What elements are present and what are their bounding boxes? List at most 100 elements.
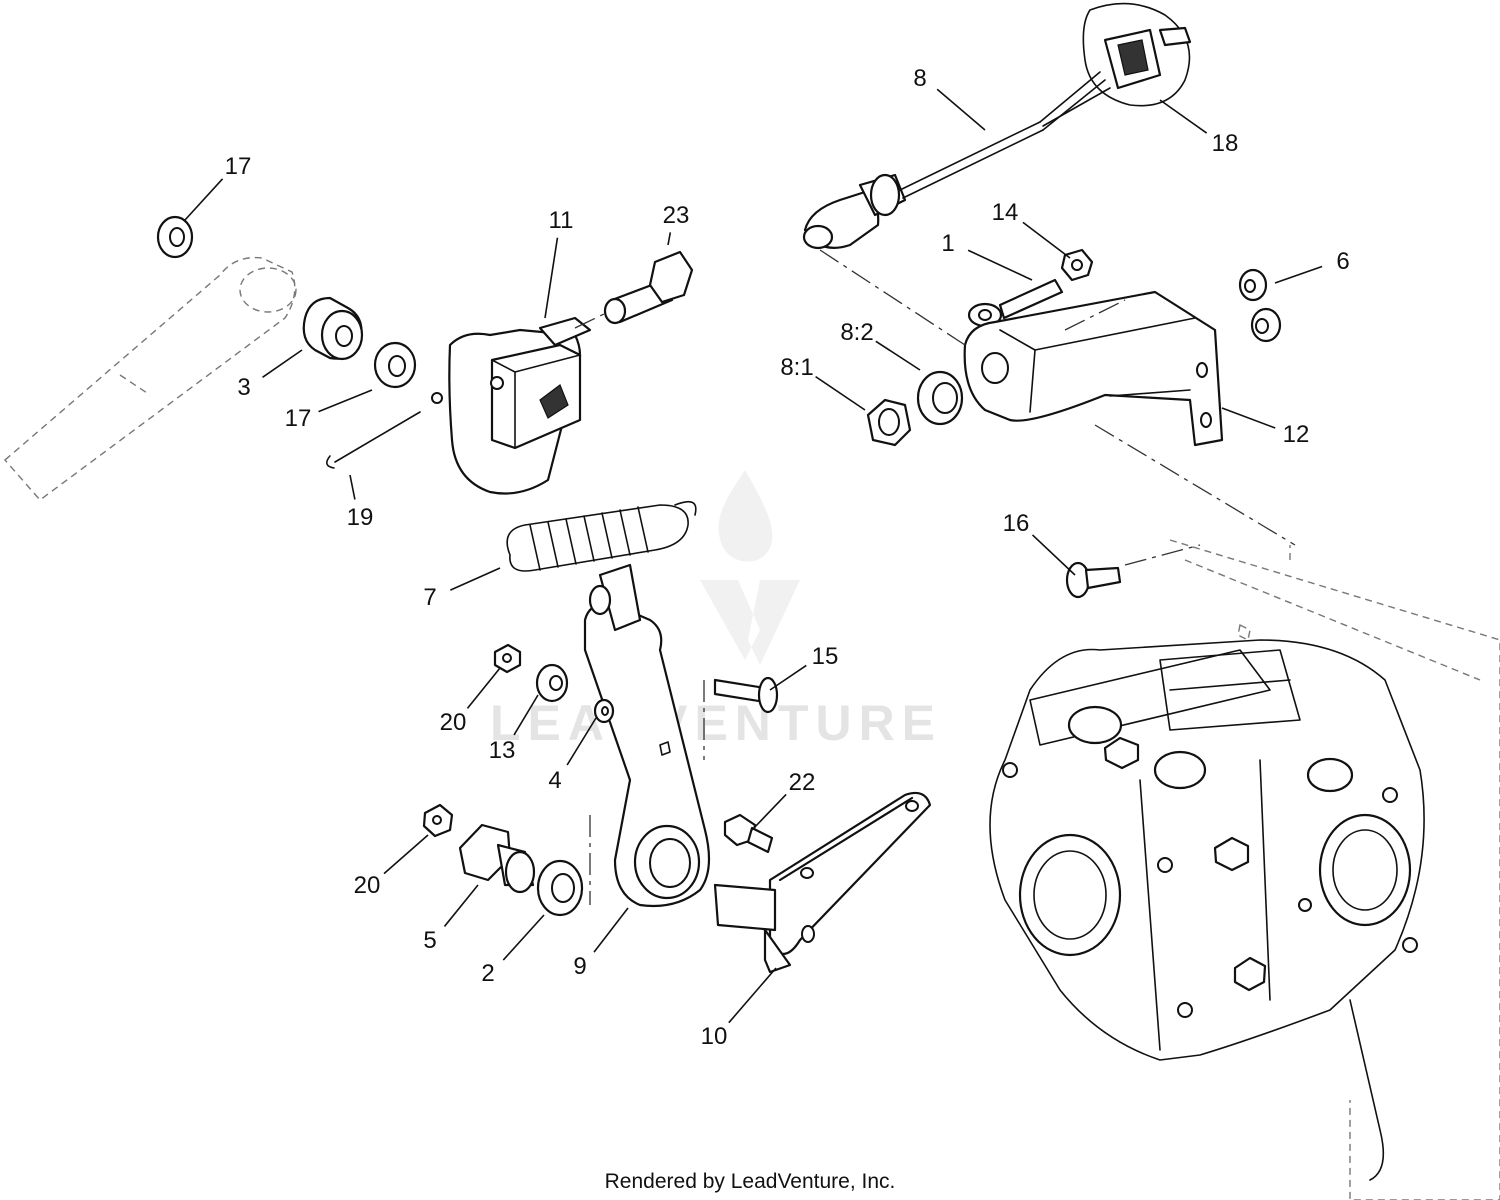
- callout-leader: [1159, 99, 1208, 134]
- callout-label: 14: [992, 199, 1019, 226]
- lever-arm-phantom: [4, 256, 297, 501]
- part-8-2-lock-washer: [916, 370, 964, 426]
- callout-3: 3: [237, 349, 303, 401]
- callout-4: 4: [548, 717, 597, 794]
- part-11-switch-bracket: [448, 316, 592, 495]
- callout-label: 23: [663, 202, 690, 229]
- callout-leader: [513, 694, 539, 736]
- callout-leader: [967, 249, 1033, 281]
- callout-label: 3: [237, 374, 250, 401]
- callout-leader: [593, 907, 629, 953]
- part-2-washer: [536, 859, 584, 917]
- callout-label: 11: [549, 207, 574, 234]
- callout-label: 19: [347, 504, 374, 531]
- part-12-sensor-bracket: [963, 290, 1296, 546]
- callout-label: 1: [941, 230, 954, 257]
- part-22-bolt: [723, 813, 774, 854]
- callout-leader: [383, 834, 429, 875]
- callout-label: 12: [1283, 421, 1310, 448]
- part-1-eye-bolt: [967, 278, 1064, 328]
- callout-14: 14: [992, 199, 1071, 259]
- callout-leader: [875, 340, 921, 371]
- callout-19: 19: [347, 474, 374, 531]
- callout-label: 18: [1212, 130, 1239, 157]
- part-8-1-jam-nut: [866, 398, 912, 447]
- callout-label: 17: [285, 405, 312, 432]
- callout-leader: [566, 717, 597, 766]
- part-17-washer-lower: [373, 341, 417, 389]
- callout-leader: [502, 914, 545, 961]
- callout-leader: [728, 967, 777, 1024]
- callout-label: 2: [481, 960, 494, 987]
- callout-label: 17: [225, 153, 252, 180]
- callout-17: 17: [285, 389, 373, 432]
- hydro-pump-assembly: [989, 539, 1500, 1200]
- part-3-bushing: [302, 296, 364, 361]
- callout-leader: [1274, 265, 1323, 284]
- callout-9: 9: [573, 907, 629, 980]
- callout-leader: [349, 474, 356, 500]
- callout-leader: [769, 664, 807, 691]
- callout-leader: [184, 178, 224, 221]
- part-16-carriage-bolt: [1065, 544, 1201, 599]
- callout-label: 15: [812, 643, 839, 670]
- part-19-cotter-pin: [326, 392, 443, 469]
- callout-leader: [1022, 221, 1071, 259]
- part-13-spacer: [535, 663, 569, 703]
- centerline-sensor: [819, 249, 966, 346]
- callout-leader: [318, 389, 373, 413]
- callout-20: 20: [354, 834, 429, 899]
- callout-label: 10: [701, 1023, 728, 1050]
- part-17-washer-top: [156, 215, 194, 259]
- watermark-text: LEADVENTURE: [490, 695, 942, 751]
- callout-leader: [449, 567, 501, 591]
- callout-leader: [751, 793, 787, 831]
- part-15-carriage-bolt: [713, 676, 779, 714]
- callout-12: 12: [1221, 407, 1310, 448]
- callout-label: 5: [423, 927, 436, 954]
- callout-16: 16: [1003, 510, 1076, 576]
- callout-leader: [1221, 407, 1276, 429]
- part-23-bolt: [574, 250, 694, 329]
- callout-label: 9: [573, 953, 586, 980]
- callout-2: 2: [481, 914, 545, 987]
- watermark-logo: [700, 470, 800, 665]
- callout-leader: [466, 667, 501, 709]
- callout-leader: [544, 237, 559, 319]
- callout-8: 8: [913, 65, 986, 131]
- callout-17: 17: [184, 153, 252, 221]
- part-20-nut-upper: [493, 643, 522, 674]
- callout-15: 15: [769, 643, 839, 691]
- callout-leader: [667, 232, 672, 246]
- part-18-connector: [1082, 2, 1192, 107]
- callout-label: 13: [489, 737, 516, 764]
- callout-23: 23: [663, 202, 690, 246]
- callout-label: 6: [1336, 248, 1349, 275]
- callout-8-2: 8:2: [840, 319, 921, 371]
- callout-10: 10: [701, 967, 777, 1050]
- callout-1: 1: [941, 230, 1033, 281]
- callout-11: 11: [544, 207, 574, 319]
- part-20-nut-lower: [422, 803, 454, 838]
- callout-7: 7: [423, 567, 501, 611]
- callout-leader: [1031, 534, 1076, 576]
- callout-6: 6: [1274, 248, 1350, 284]
- callout-label: 8:2: [840, 319, 873, 346]
- callout-20: 20: [440, 667, 501, 736]
- callout-22: 22: [751, 769, 816, 831]
- part-4-washer: [593, 698, 615, 724]
- callout-leader: [443, 884, 479, 927]
- part-8-sensor-harness: [802, 71, 1111, 250]
- part-9-pump-lever: [583, 563, 711, 908]
- part-10-mount-plate: [713, 791, 932, 974]
- callout-18: 18: [1159, 99, 1239, 157]
- callout-label: 8: [913, 65, 926, 92]
- callout-label: 7: [423, 584, 436, 611]
- callout-label: 16: [1003, 510, 1030, 537]
- callout-label: 22: [789, 769, 816, 796]
- callout-8-1: 8:1: [780, 354, 866, 411]
- callout-label: 20: [354, 872, 381, 899]
- part-6-nuts: [1238, 268, 1282, 343]
